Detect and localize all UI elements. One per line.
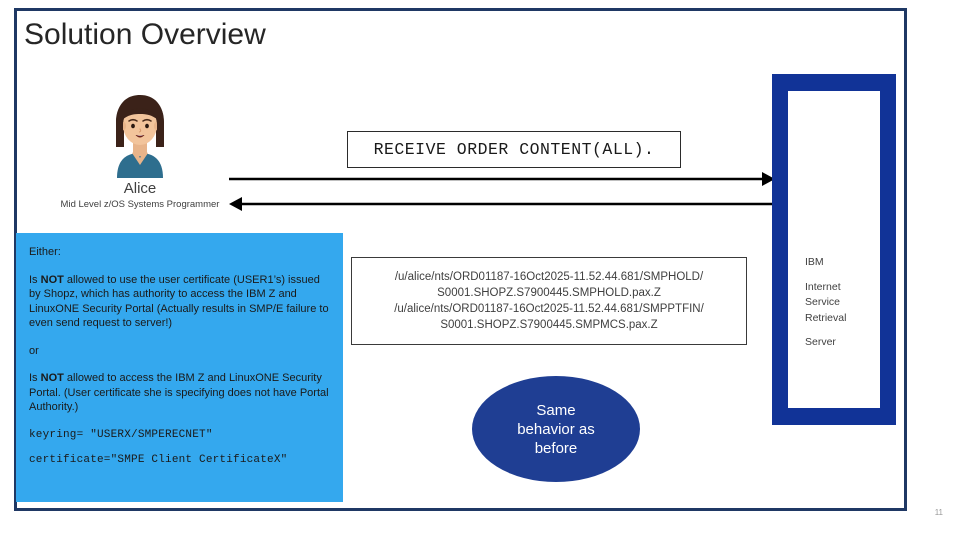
- page-title: Solution Overview: [24, 18, 266, 51]
- command-text: RECEIVE ORDER CONTENT(ALL).: [373, 140, 655, 159]
- constraints-note-box: Either: Is NOT allowed to use the user c…: [16, 233, 343, 502]
- note-condition-two-emphasis: NOT: [40, 372, 64, 384]
- note-condition-one-pre: Is: [29, 273, 41, 286]
- arrow-left-icon: [229, 197, 775, 211]
- female-user-avatar-icon: [116, 95, 164, 178]
- behavior-callout-ellipse: Same behavior as before: [472, 376, 640, 482]
- slide-border-frame: [14, 8, 907, 511]
- note-condition-one-post: allowed to use the user certificate (USE…: [29, 273, 329, 330]
- note-either: Either:: [29, 246, 61, 258]
- server-label-server: Server: [805, 336, 836, 348]
- note-condition-two-post: allowed to access the IBM Z and LinuxONE…: [29, 372, 329, 413]
- note-keyring-statement: keyring= "USERX/SMPERECNET": [29, 428, 213, 441]
- path-line: /u/alice/nts/ORD01187-16Oct2025-11.52.44…: [394, 303, 704, 315]
- note-condition-one: Is NOT allowed to use the user certifica…: [29, 273, 330, 331]
- behavior-callout-text: Same behavior as before: [517, 401, 595, 457]
- downloaded-paths-box: /u/alice/nts/ORD01187-16Oct2025-11.52.44…: [351, 257, 747, 345]
- ibm-service-retrieval-server: IBM Internet Service Retrieval Server: [772, 74, 896, 425]
- request-response-arrows: [229, 172, 775, 211]
- note-condition-one-emphasis: NOT: [40, 273, 64, 286]
- server-label-internet: Internet: [805, 280, 841, 293]
- server-label-retrieval: Retrieval: [805, 311, 847, 324]
- note-condition-two-pre: Is: [29, 372, 41, 384]
- page-number: 11: [934, 508, 943, 517]
- server-label-ibm: IBM: [805, 256, 824, 268]
- note-condition-two: Is NOT allowed to access the IBM Z and L…: [29, 371, 330, 415]
- server-labels: IBM Internet Service Retrieval Server: [805, 255, 885, 351]
- path-line: /u/alice/nts/ORD01187-16Oct2025-11.52.44…: [394, 271, 704, 283]
- command-box: RECEIVE ORDER CONTENT(ALL).: [347, 131, 681, 168]
- persona-role: Mid Level z/OS Systems Programmer: [60, 199, 220, 210]
- note-or: or: [29, 344, 39, 357]
- persona-name: Alice: [123, 180, 157, 197]
- server-label-service: Service: [805, 296, 841, 308]
- arrow-right-icon: [229, 172, 775, 186]
- note-certificate-statement: certificate="SMPE Client CertificateX": [29, 454, 288, 466]
- server-inner-panel: [788, 91, 880, 408]
- path-line: S0001.SHOPZ.S7900445.SMPMCS.pax.Z: [440, 319, 658, 331]
- persona-alice: Alice Mid Level z/OS Systems Programmer: [40, 92, 240, 211]
- path-line: S0001.SHOPZ.S7900445.SMPHOLD.pax.Z: [437, 287, 661, 299]
